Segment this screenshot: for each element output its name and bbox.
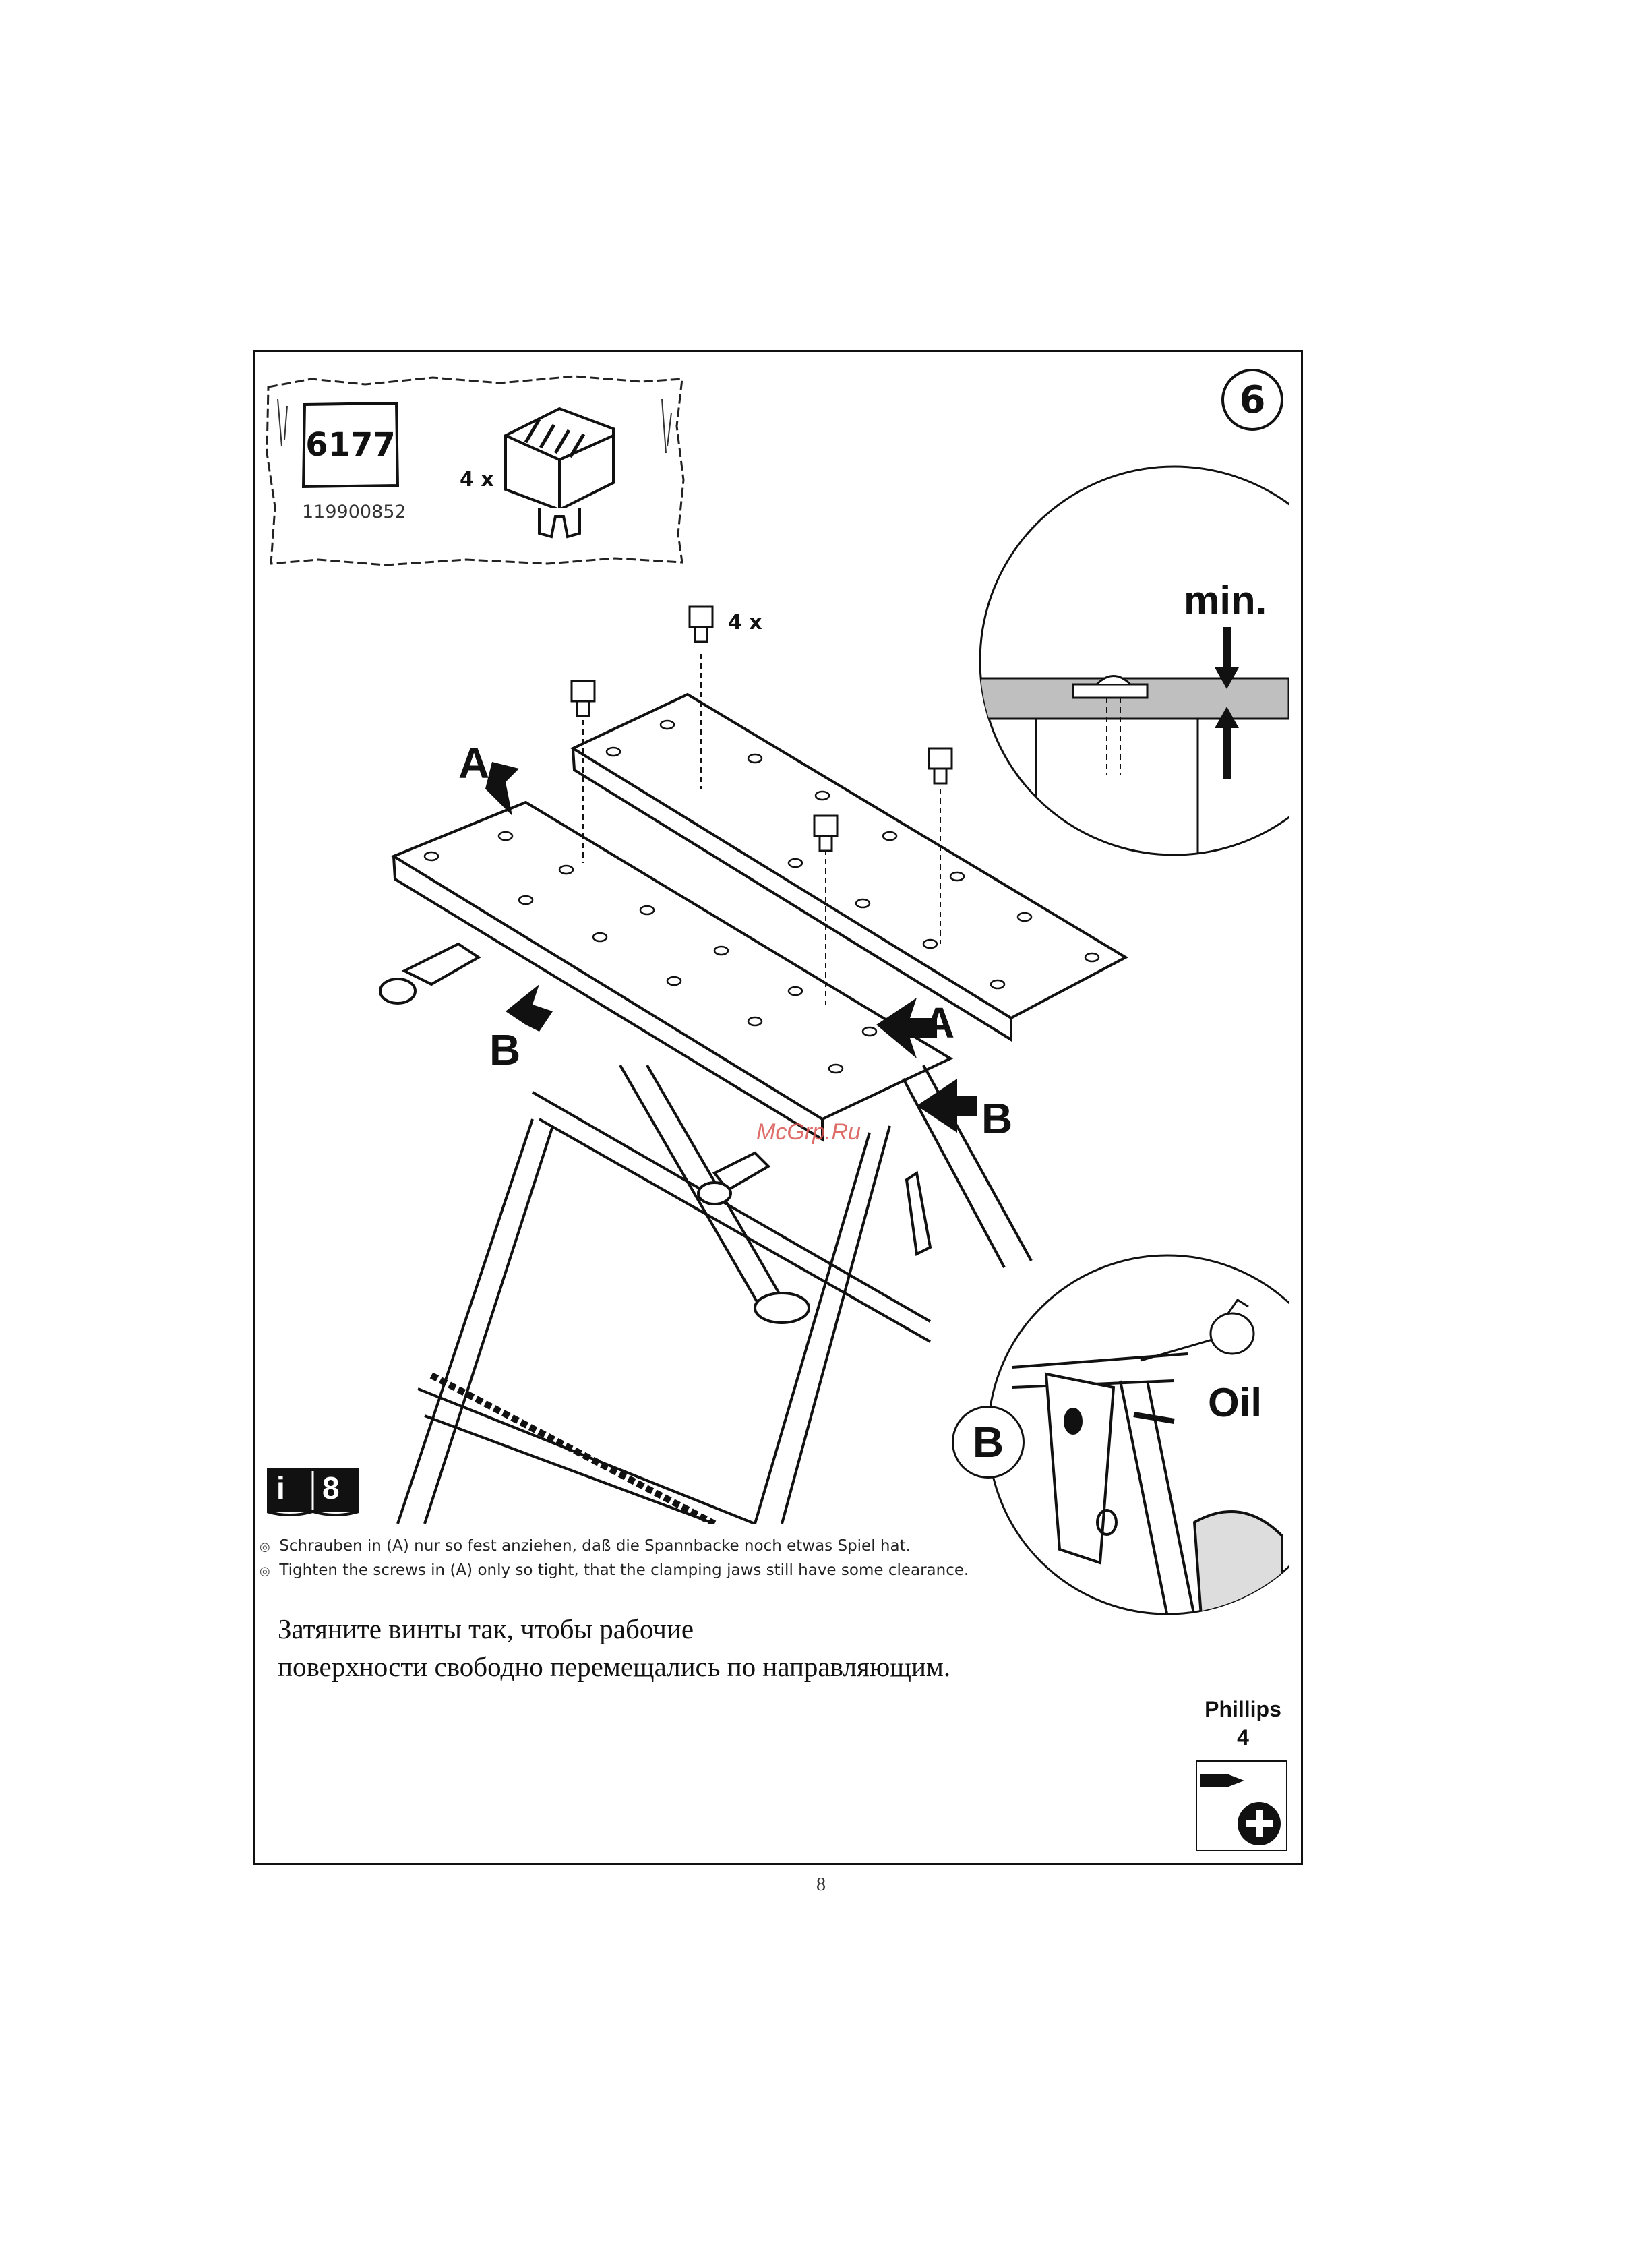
- callout-a-left: A: [458, 739, 490, 787]
- tool-label: Phillips 4: [1198, 1695, 1287, 1752]
- min-label: min.: [1184, 578, 1267, 623]
- note-de: Schrauben in (A) nur so fest anziehen, d…: [279, 1537, 911, 1555]
- detail-oil: [987, 1254, 1289, 1615]
- oil-label: Oil: [1208, 1380, 1263, 1425]
- tool-size: 4: [1237, 1725, 1249, 1750]
- callout-a-right: A: [923, 998, 955, 1047]
- arrow-b-2: [917, 1079, 977, 1133]
- info-icon-i: i: [276, 1470, 285, 1505]
- bag-code: 119900852: [302, 502, 406, 523]
- instruction-frame: [253, 350, 1303, 1865]
- tool-name: Phillips: [1205, 1697, 1281, 1721]
- info-icon-num: 8: [322, 1470, 340, 1505]
- ru-line-2: поверхности свободно перемещались по нап…: [278, 1651, 951, 1682]
- parts-quantity: 4 x: [460, 468, 494, 491]
- flag-de-icon: ◎: [260, 1540, 270, 1554]
- step-number: 6: [1221, 369, 1283, 431]
- info-book-icon: [267, 1468, 359, 1516]
- callout-b-right: B: [981, 1094, 1013, 1143]
- bag-label-box: [301, 401, 400, 489]
- multilingual-notes: ◎ Schrauben in (A) nur so fest anziehen,…: [260, 1534, 969, 1583]
- watermark: McGrp.Ru: [756, 1119, 861, 1145]
- bag-label: 6177: [305, 426, 396, 464]
- workbench-illustration: [379, 605, 1129, 1524]
- note-en: Tighten the screws in (A) only so tight,…: [279, 1561, 969, 1579]
- flag-en-icon: ◎: [260, 1564, 270, 1578]
- screws-quantity: 4 x: [728, 611, 762, 634]
- arrow-a-2: [876, 998, 937, 1058]
- russian-instruction: Затяните винты так, чтобы рабочие поверх…: [278, 1610, 950, 1685]
- ru-line-1: Затяните винты так, чтобы рабочие: [278, 1613, 694, 1644]
- phillips-screwdriver-icon: [1200, 1774, 1281, 1845]
- clamp-block-icon: [504, 407, 615, 539]
- detail-min-clearance: [979, 465, 1289, 856]
- arrow-b-1: [506, 984, 553, 1032]
- page-number: 8: [816, 1874, 826, 1895]
- arrow-a-1: [485, 762, 519, 816]
- callout-b-left: B: [489, 1025, 521, 1074]
- detail-b-marker: B: [952, 1406, 1025, 1479]
- parts-bag-illustration: [266, 375, 685, 566]
- tool-box: [1196, 1760, 1287, 1851]
